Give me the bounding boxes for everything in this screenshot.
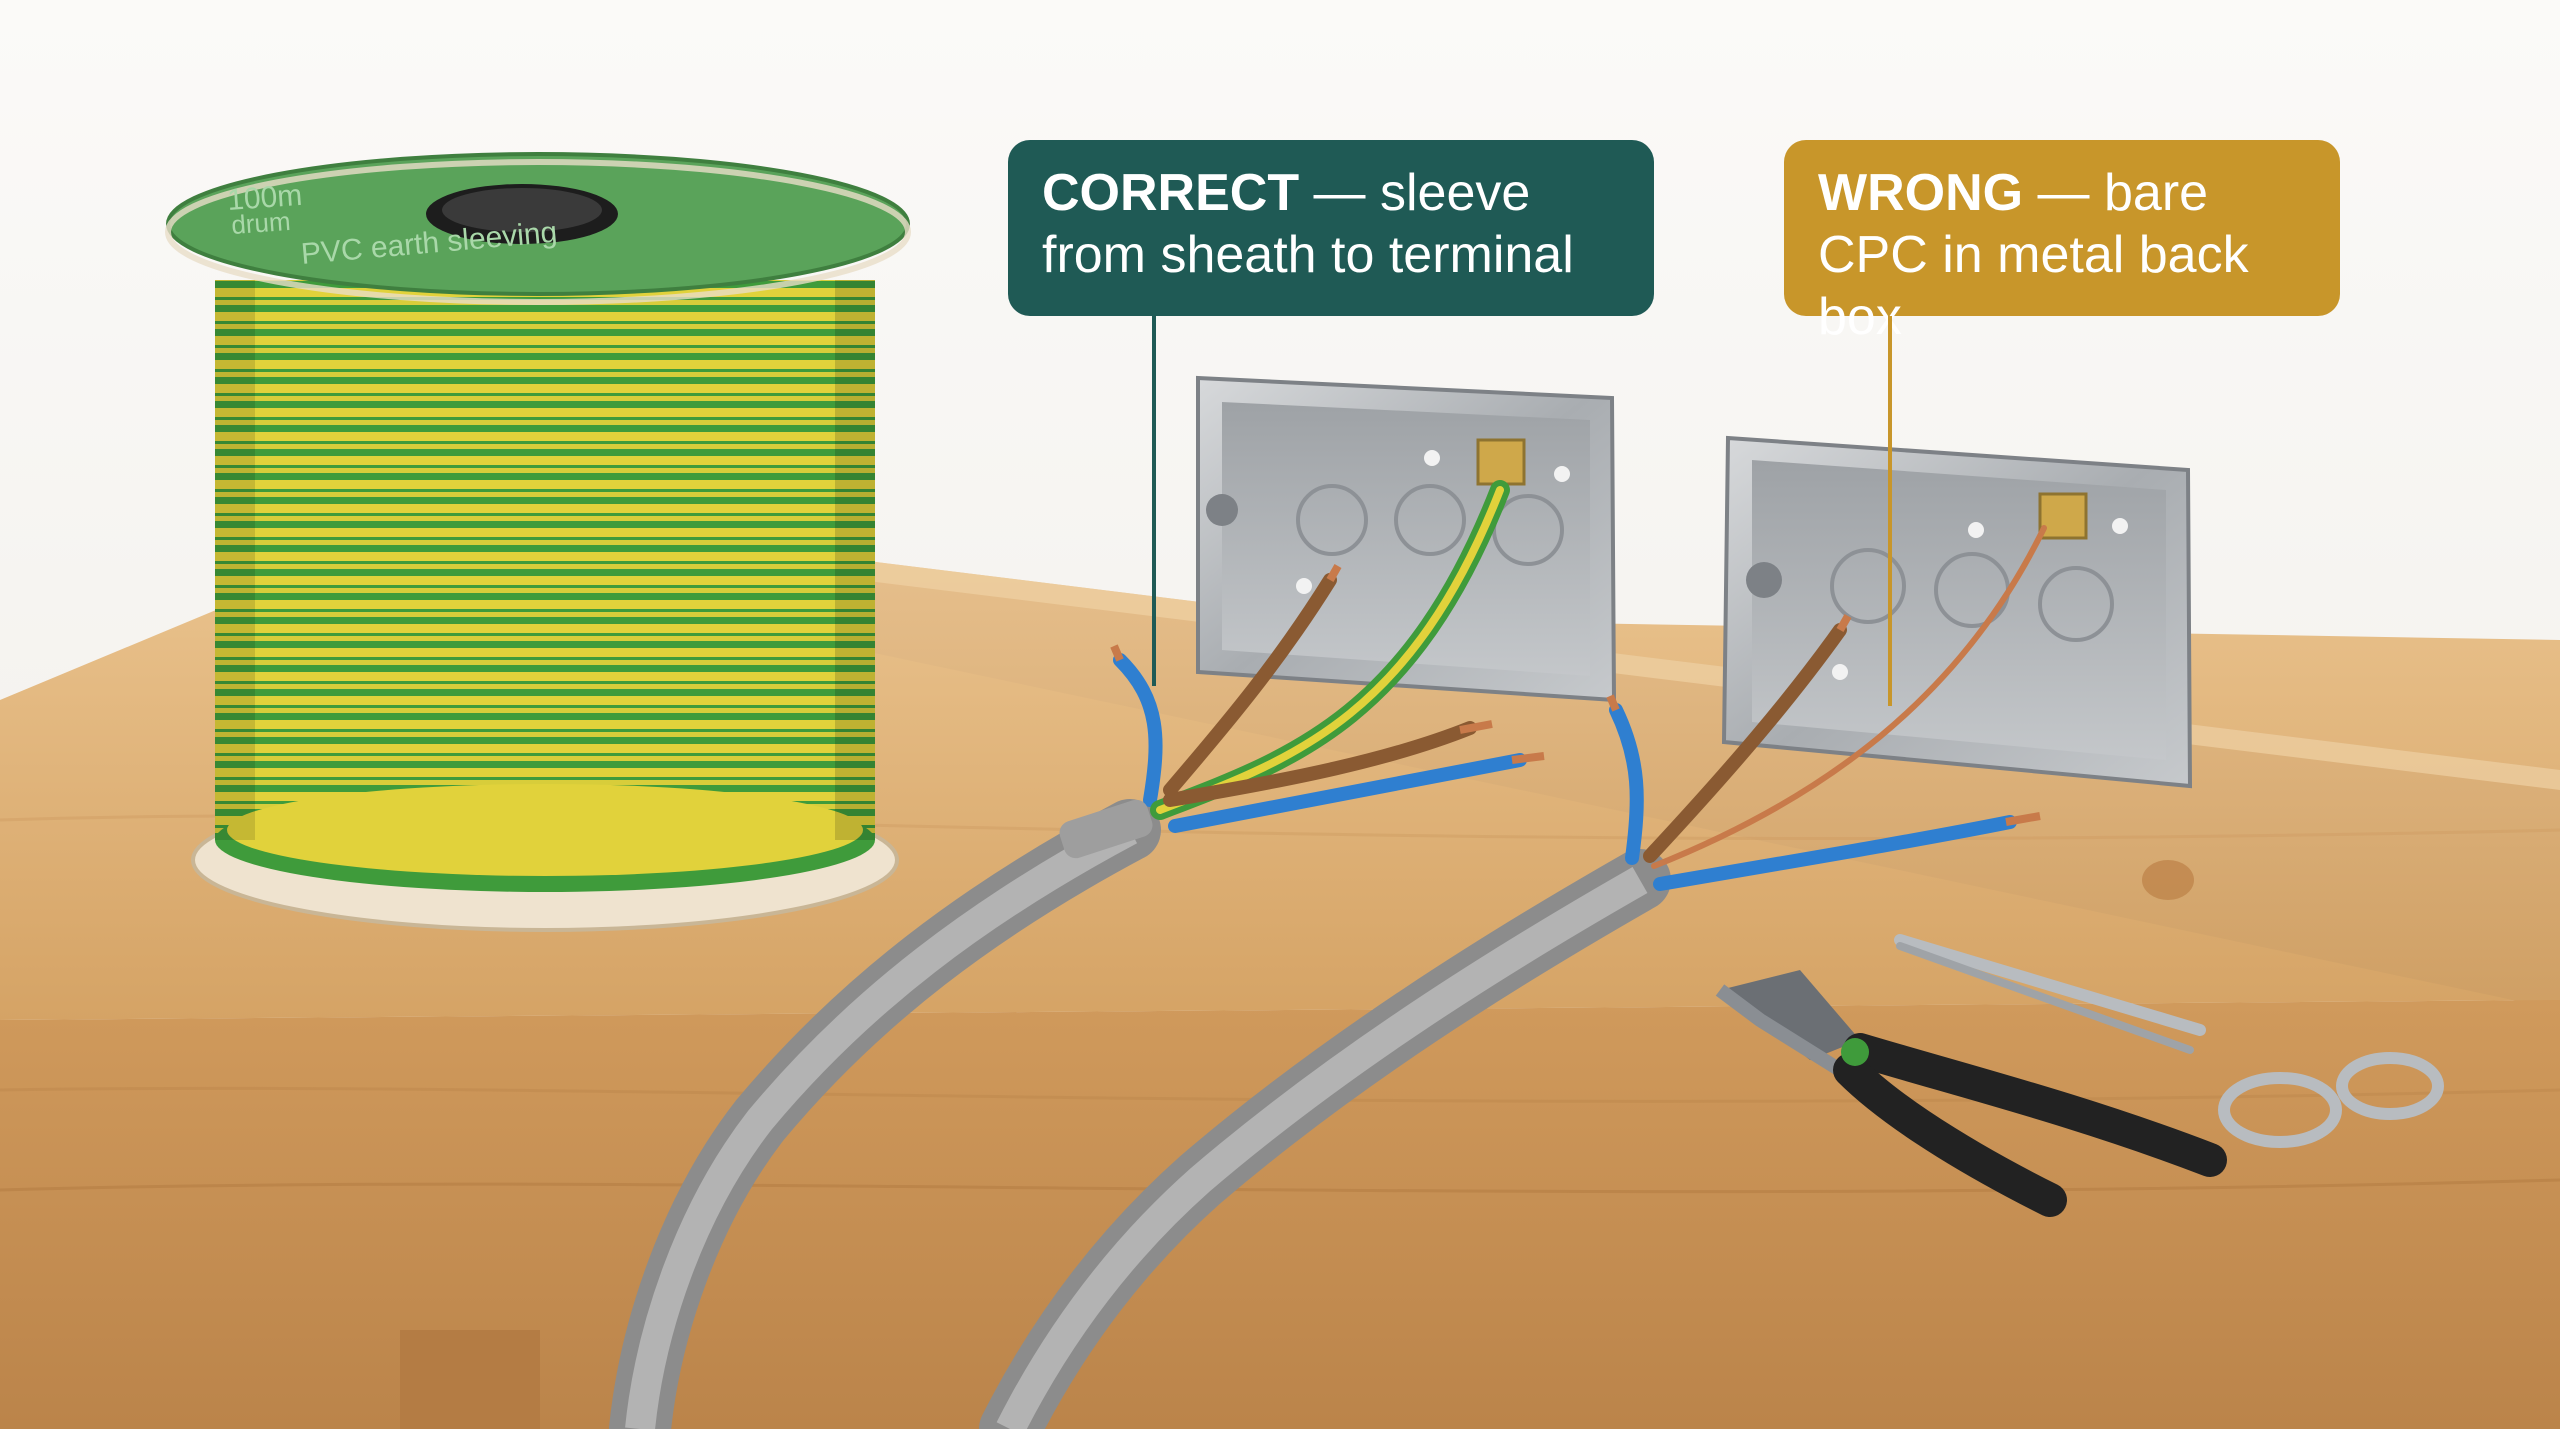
correct-verdict: CORRECT — [1042, 164, 1300, 222]
wrong-verdict: WRONG — [1818, 164, 2024, 222]
wrong-text: — bare CPC in metal back box — [1818, 164, 2249, 346]
metal-back-box-wrong — [1721, 435, 2193, 789]
drum-length-label: 100m — [226, 179, 303, 217]
cable-wrong — [979, 525, 2047, 1429]
correct-callout: CORRECT — sleeve from sheath to terminal — [1008, 140, 1654, 316]
drum-unit-label: drum — [230, 206, 291, 240]
correct-leader-line — [1152, 316, 1156, 686]
cable-correct — [609, 480, 1545, 1429]
side-cutters — [1715, 970, 2227, 1217]
sleeving-drum — [165, 152, 911, 932]
wrong-callout: WRONG — bare CPC in metal back box — [1784, 140, 2340, 346]
scissors — [1894, 934, 2444, 1148]
correct-text: — sleeve from sheath to terminal — [1042, 164, 1574, 284]
wrong-leader-line — [1888, 316, 1892, 706]
